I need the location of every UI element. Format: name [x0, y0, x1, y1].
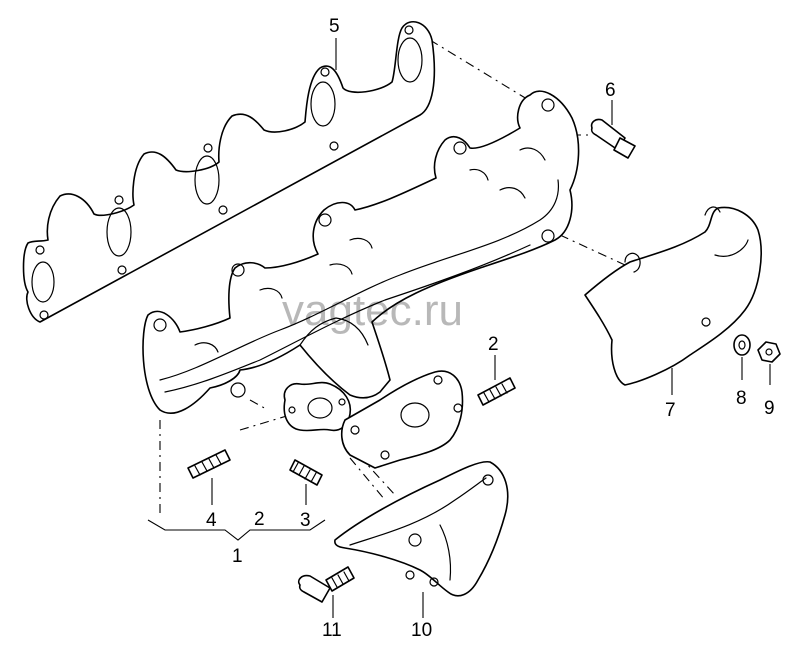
outlet-flange	[340, 370, 464, 469]
watermark-text: vagtec.ru	[282, 286, 463, 335]
support-bracket	[334, 460, 509, 597]
exhaust-manifold	[142, 90, 580, 415]
callout-9: 9	[764, 398, 775, 419]
callout-10: 10	[411, 620, 432, 641]
washer	[733, 334, 751, 356]
heat-shield	[584, 206, 762, 386]
callout-3: 3	[300, 510, 311, 531]
manifold-bolt	[590, 118, 636, 159]
callout-5: 5	[329, 16, 340, 37]
outlet-gasket	[283, 381, 352, 432]
callout-8: 8	[736, 388, 747, 409]
stud-middle	[289, 459, 323, 486]
callout-1: 1	[232, 546, 243, 567]
manifold-gasket	[22, 20, 436, 323]
cap-screw	[297, 566, 355, 603]
callout-2-lower: 2	[254, 509, 265, 530]
leader-lines	[147, 38, 771, 618]
hex-nut	[757, 341, 781, 363]
callout-2-upper: 2	[488, 334, 499, 355]
callout-6: 6	[605, 80, 616, 101]
callout-11: 11	[322, 620, 342, 641]
callout-7: 7	[665, 400, 676, 421]
callout-4: 4	[206, 510, 217, 531]
stud-right	[477, 377, 516, 406]
stud-left	[187, 449, 231, 479]
callout-labels: 5 6 2 7 8 9 4 2 3 1 11 10	[206, 16, 775, 641]
